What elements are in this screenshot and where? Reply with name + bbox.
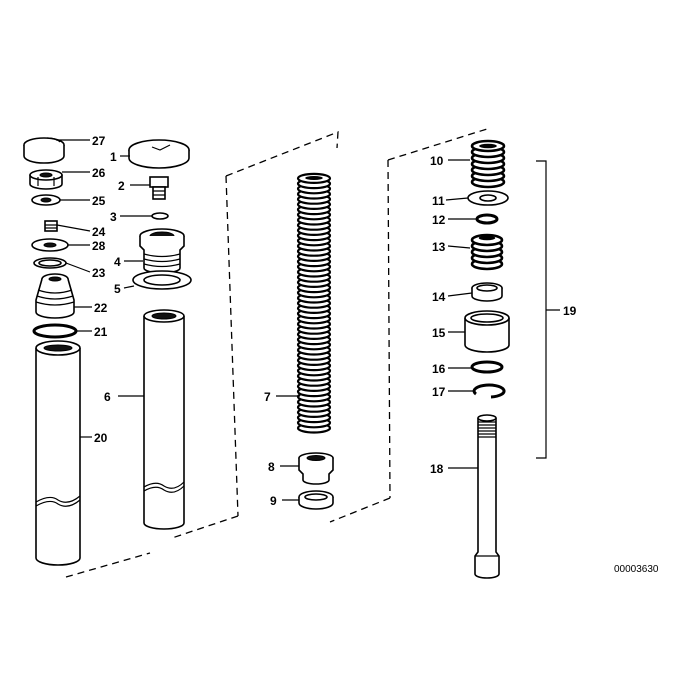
reference-number: 00003630 bbox=[614, 564, 659, 575]
part-ring-23 bbox=[33, 257, 67, 269]
callout-3: 3 bbox=[110, 210, 117, 224]
callout-6: 6 bbox=[104, 390, 111, 404]
part-ring-9 bbox=[298, 490, 334, 510]
part-washer-3 bbox=[151, 212, 169, 220]
bracket-19 bbox=[536, 160, 560, 459]
callout-15: 15 bbox=[432, 326, 446, 340]
callout-21: 21 bbox=[94, 325, 108, 339]
callout-19: 19 bbox=[563, 304, 577, 318]
callout-2: 2 bbox=[118, 179, 125, 193]
callout-27: 27 bbox=[92, 134, 106, 148]
part-washer-25 bbox=[31, 194, 61, 206]
callout-25: 25 bbox=[92, 194, 106, 208]
part-spring-10 bbox=[470, 139, 506, 189]
part-tube-6 bbox=[143, 309, 185, 530]
callout-7: 7 bbox=[264, 390, 271, 404]
part-ring-12 bbox=[475, 213, 499, 225]
callout-11: 11 bbox=[432, 194, 445, 208]
part-cap-1 bbox=[128, 139, 190, 169]
callout-5: 5 bbox=[114, 282, 121, 296]
callout-24: 24 bbox=[92, 225, 106, 239]
group-outline-center bbox=[65, 131, 339, 578]
part-valve-22 bbox=[35, 273, 75, 319]
callout-18: 18 bbox=[430, 462, 444, 476]
leader-lines bbox=[56, 139, 478, 501]
callout-20: 20 bbox=[94, 431, 108, 445]
part-washer-5 bbox=[132, 270, 192, 290]
group-outline-right bbox=[329, 128, 488, 523]
part-rod-18 bbox=[474, 414, 500, 579]
part-screw-24 bbox=[44, 220, 58, 232]
callout-17: 17 bbox=[432, 385, 446, 399]
part-spring-7 bbox=[296, 172, 332, 434]
callout-14: 14 bbox=[432, 290, 446, 304]
part-oring-21 bbox=[32, 323, 78, 339]
callout-23: 23 bbox=[92, 266, 106, 280]
callout-9: 9 bbox=[270, 494, 277, 508]
part-threaded-nut-4 bbox=[139, 228, 185, 274]
callout-26: 26 bbox=[92, 166, 106, 180]
callout-10: 10 bbox=[430, 154, 444, 168]
part-cap-27 bbox=[23, 137, 65, 164]
callout-28: 28 bbox=[92, 239, 106, 253]
part-circlip-16 bbox=[470, 360, 504, 374]
callout-13: 13 bbox=[432, 240, 446, 254]
callout-4: 4 bbox=[114, 255, 121, 269]
callout-12: 12 bbox=[432, 213, 446, 227]
part-tube-20 bbox=[35, 340, 81, 566]
part-bushing-8 bbox=[298, 452, 334, 485]
callout-16: 16 bbox=[432, 362, 446, 376]
part-screw-2 bbox=[149, 176, 169, 200]
callout-labels: 27 26 25 24 28 23 22 21 20 1 2 3 4 5 6 7… bbox=[92, 134, 577, 508]
callout-1: 1 bbox=[110, 150, 117, 164]
callout-22: 22 bbox=[94, 301, 108, 315]
part-washer-11 bbox=[467, 190, 509, 206]
part-nut-26 bbox=[29, 169, 63, 190]
callout-8: 8 bbox=[268, 460, 275, 474]
part-sleeve-15 bbox=[464, 310, 510, 353]
part-bushing-14 bbox=[471, 282, 503, 302]
part-washer-28 bbox=[31, 238, 69, 252]
part-spring-13 bbox=[470, 233, 504, 271]
part-circlip-17 bbox=[472, 383, 506, 399]
